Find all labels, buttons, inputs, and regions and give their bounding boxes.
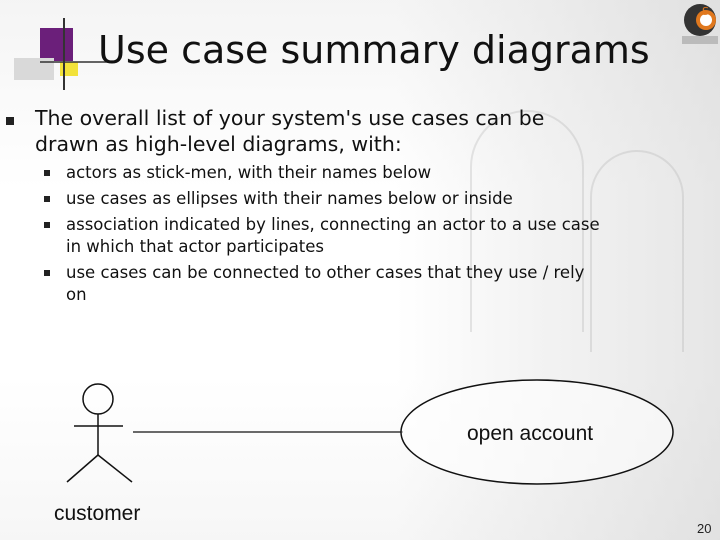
- actor-label: customer: [54, 502, 141, 525]
- title-decoration: [14, 18, 110, 90]
- actor-stick-figure: [66, 383, 133, 483]
- subbullet-marker: [44, 222, 50, 228]
- background-arch: [470, 110, 584, 332]
- university-logo-icon: S: [682, 4, 718, 44]
- logo-letter: S: [702, 5, 709, 18]
- subbullet-line: on: [66, 285, 87, 304]
- bullet-line: drawn as high-level diagrams, with:: [35, 132, 402, 156]
- actor-right-leg: [97, 454, 133, 483]
- subbullet-marker: [44, 196, 50, 202]
- background-arch: [590, 150, 684, 352]
- bullet-line: The overall list of your system's use ca…: [35, 106, 545, 130]
- actor-head: [82, 383, 114, 415]
- use-case-label: open account: [467, 422, 594, 445]
- subbullet-line: association indicated by lines, connecti…: [66, 215, 600, 234]
- use-case-ellipse: [400, 379, 674, 485]
- subbullet-marker: [44, 170, 50, 176]
- subbullet-line: use cases can be connected to other case…: [66, 263, 585, 282]
- slide-title: Use case summary diagrams: [98, 28, 650, 72]
- subbullet-line: use cases as ellipses with their names b…: [66, 189, 513, 208]
- page-number: 20: [697, 521, 712, 536]
- subbullet-marker: [44, 270, 50, 276]
- bullet-marker: [6, 117, 14, 125]
- subbullet-line: in which that actor participates: [66, 237, 325, 256]
- subbullet-line: actors as stick-men, with their names be…: [66, 163, 432, 182]
- actor-left-leg: [66, 454, 99, 483]
